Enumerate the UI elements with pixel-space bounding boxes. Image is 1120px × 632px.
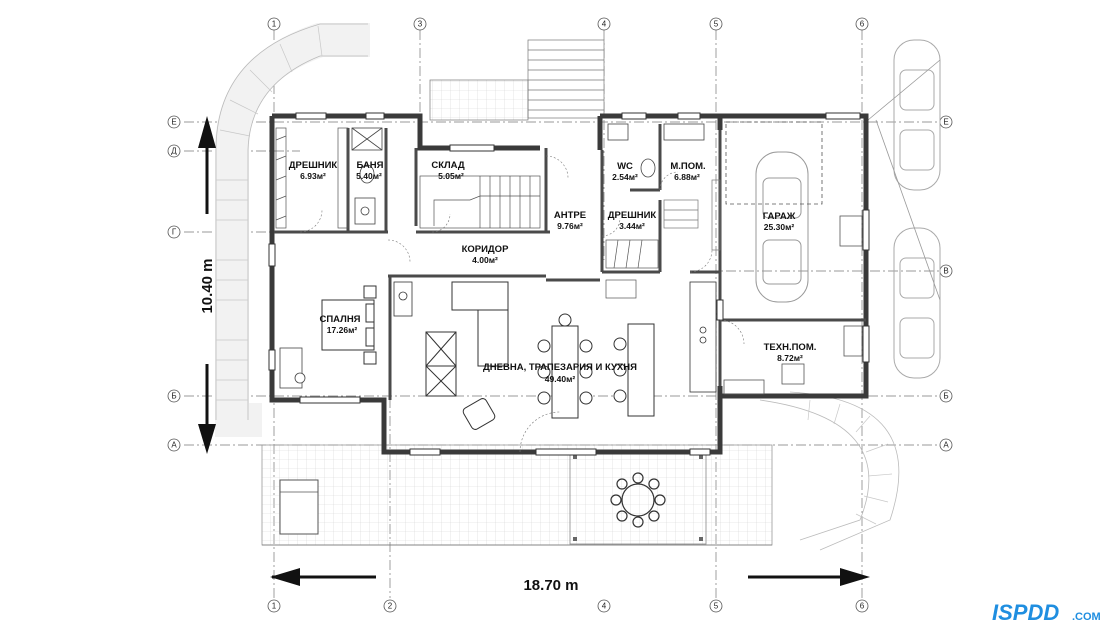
- room-area-utility: 6.88м²: [674, 172, 700, 182]
- wardrobe-right: [605, 239, 659, 299]
- logo-domain: .COM: [1072, 611, 1101, 623]
- dining-table: [537, 313, 593, 419]
- svg-text:А: А: [171, 441, 177, 450]
- svg-text:2: 2: [388, 602, 393, 611]
- entrance-steps: [429, 39, 605, 121]
- svg-text:Д: Д: [171, 147, 177, 156]
- axis-labels: 1 3 4 5 6 1 2 4 5 6 Е Д Г Б А Е В Б А: [171, 20, 949, 611]
- svg-text:Е: Е: [943, 118, 948, 127]
- garden-path-left: [215, 23, 370, 437]
- bathroom-fixtures: [351, 127, 383, 225]
- svg-text:Б: Б: [943, 392, 948, 401]
- room-name-living: ДНЕВНА, ТРАПЕЗАРИЯ И КУХНЯ: [483, 362, 637, 373]
- axis-bubbles: [167, 17, 953, 613]
- room-name-corridor: КОРИДОР: [462, 244, 510, 255]
- dimension-width: 18.70 m: [270, 568, 870, 594]
- kitchen-counter: [393, 281, 717, 393]
- svg-text:3: 3: [418, 20, 423, 29]
- wardrobe-left: [275, 127, 349, 229]
- garage-storage: [723, 121, 863, 395]
- svg-text:1: 1: [272, 602, 277, 611]
- windows: [268, 112, 870, 456]
- svg-text:А: А: [943, 441, 949, 450]
- car-parking-1: [893, 39, 941, 191]
- svg-text:1: 1: [272, 20, 277, 29]
- svg-text:6: 6: [860, 602, 865, 611]
- svg-text:В: В: [943, 267, 948, 276]
- ispdd-logo: ISPDD .COM: [988, 592, 1120, 632]
- svg-text:6: 6: [860, 20, 865, 29]
- room-name-garage: ГАРАЖ: [763, 211, 796, 222]
- terrace: [261, 444, 773, 546]
- dimension-height: 10.40 m: [198, 116, 216, 454]
- room-area-bedroom: 17.26м²: [327, 325, 358, 335]
- room-area-technical: 8.72м²: [777, 353, 803, 363]
- room-area-corridor: 4.00м²: [472, 255, 498, 265]
- interior-walls: [274, 124, 866, 400]
- room-name-storage: СКЛАД: [431, 160, 465, 171]
- staircase: [419, 175, 541, 229]
- kitchen-island: [613, 323, 655, 417]
- svg-text:4: 4: [602, 602, 607, 611]
- room-area-wc: 2.54м²: [612, 172, 638, 182]
- room-area-living: 49.40м²: [545, 374, 576, 384]
- room-name-wc: WC: [617, 161, 633, 172]
- room-name-utility: М.ПОМ.: [670, 161, 705, 172]
- armchair: [462, 398, 496, 430]
- room-name-technical: ТЕХН.ПОМ.: [764, 342, 817, 353]
- room-name-hall: АНТРЕ: [554, 210, 586, 221]
- car-parking-2: [893, 227, 941, 379]
- width-dimension-label: 18.70 m: [523, 577, 578, 594]
- svg-text:4: 4: [602, 20, 607, 29]
- room-area-wardrobe-1: 6.93м²: [300, 171, 326, 181]
- entry-steps: [663, 179, 721, 251]
- logo-text: ISPDD: [992, 600, 1059, 625]
- room-name-wardrobe-2: ДРЕШНИК: [608, 210, 657, 221]
- outdoor-table: [610, 472, 666, 528]
- garden-path-right: [759, 391, 900, 551]
- room-area-storage: 5.05м²: [438, 171, 464, 181]
- height-dimension-label: 10.40 m: [199, 258, 216, 313]
- room-area-hall: 9.76м²: [557, 221, 583, 231]
- car-garage: [755, 151, 809, 303]
- garden-path-left-stones: [216, 25, 323, 401]
- driveway-line: [875, 119, 941, 301]
- svg-text:Г: Г: [172, 228, 177, 237]
- pergola-posts: [573, 455, 703, 541]
- room-name-bedroom: СПАЛНЯ: [319, 314, 360, 325]
- svg-text:5: 5: [714, 20, 719, 29]
- room-area-bathroom: 5.40м²: [356, 171, 382, 181]
- svg-text:5: 5: [714, 602, 719, 611]
- bed: [321, 285, 377, 365]
- svg-text:Е: Е: [171, 118, 176, 127]
- room-area-wardrobe-2: 3.44м²: [619, 221, 645, 231]
- tv-units: [425, 331, 457, 397]
- svg-text:Б: Б: [171, 392, 176, 401]
- desk: [279, 347, 306, 389]
- wc-fixtures: [607, 123, 705, 178]
- room-labels: ДРЕШНИК 6.93м² БАНЯ 5.40м² СКЛАД 5.05м² …: [289, 160, 817, 384]
- door-swings: [299, 155, 745, 453]
- room-name-wardrobe-1: ДРЕШНИК: [289, 160, 338, 171]
- sofa: [451, 281, 509, 367]
- room-area-garage: 25.30м²: [764, 222, 795, 232]
- garden-path-right-stones: [807, 399, 893, 525]
- room-name-bathroom: БАНЯ: [356, 160, 383, 171]
- lounger: [279, 479, 319, 535]
